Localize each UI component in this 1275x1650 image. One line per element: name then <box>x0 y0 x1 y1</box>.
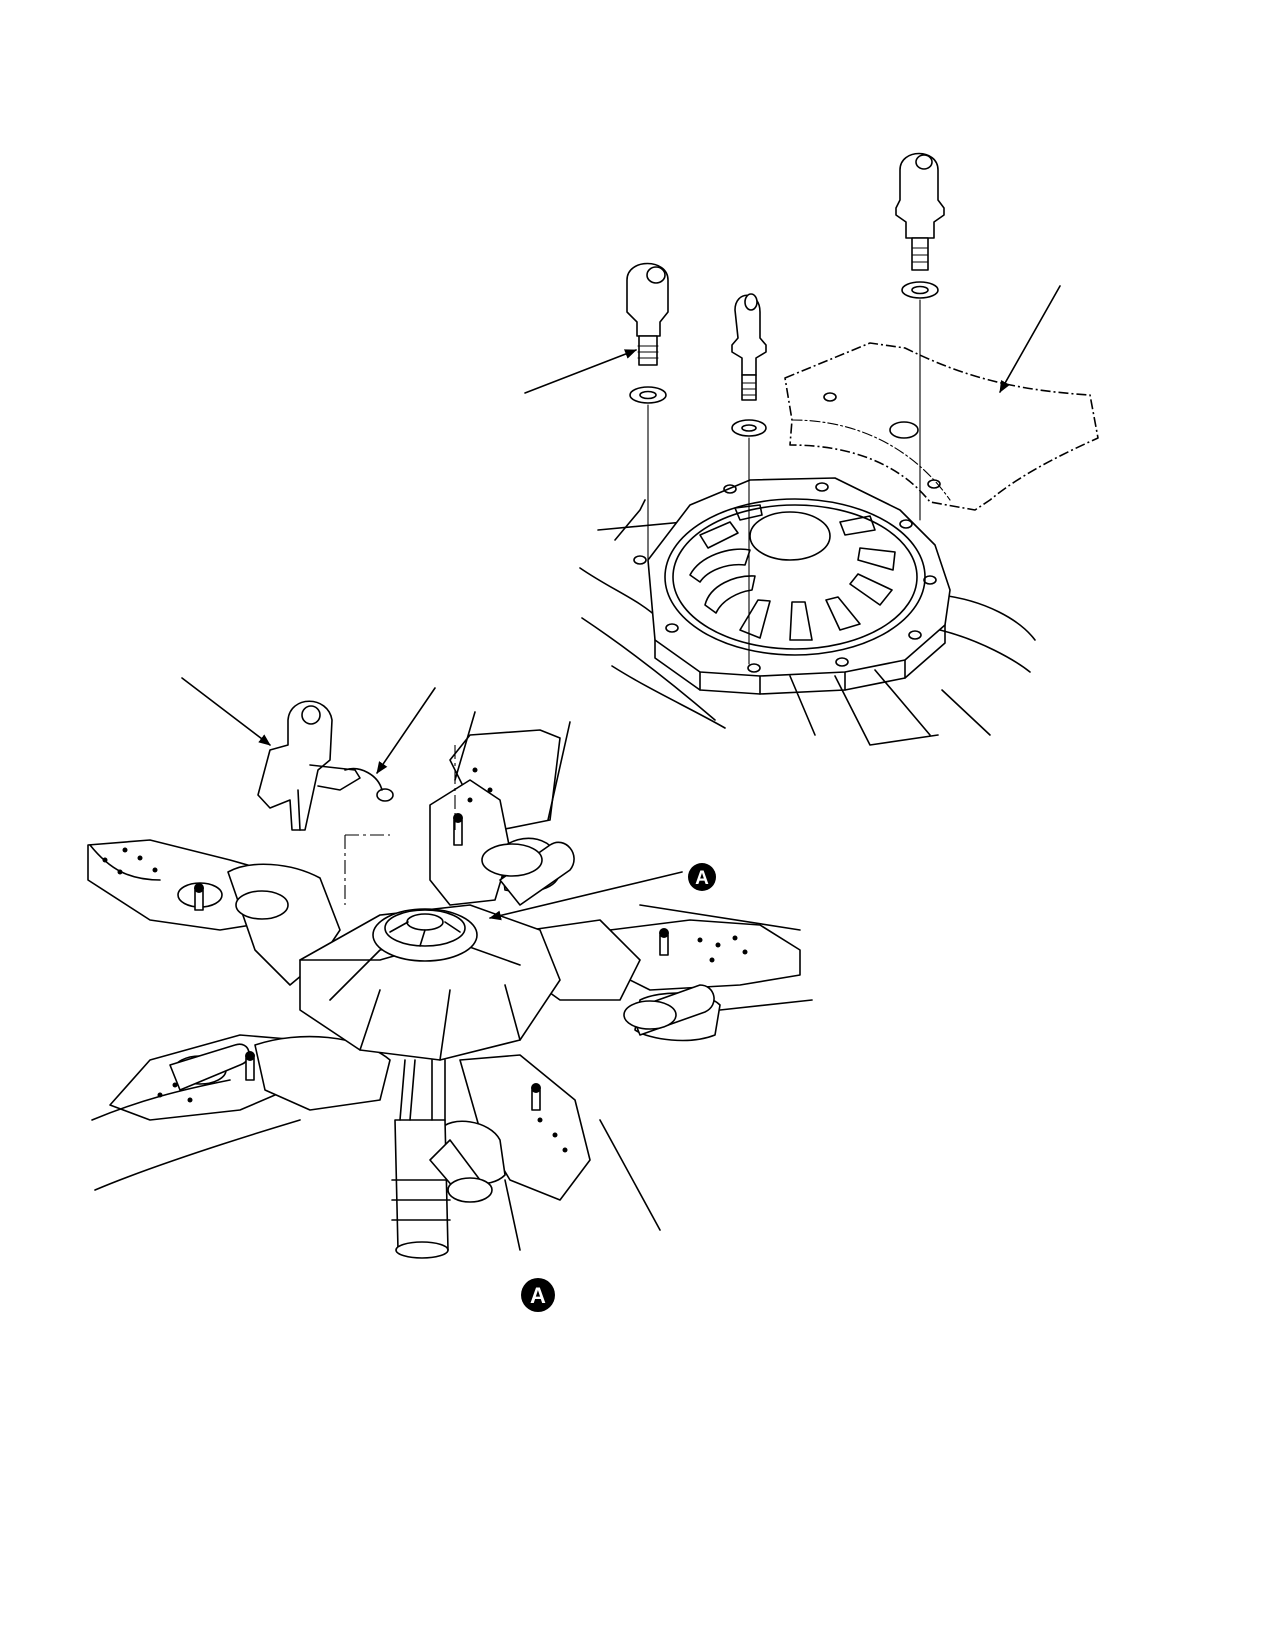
svg-text:A: A <box>695 868 709 889</box>
rotor-hub-assembly <box>87 677 813 1259</box>
lift-fitting-exploded <box>257 700 394 831</box>
hub-plate-detail <box>524 152 1099 746</box>
lift-eye-bolt-center <box>731 293 767 437</box>
svg-text:A: A <box>530 1283 546 1308</box>
blade-bolt-holes <box>102 767 748 1153</box>
lift-eye-bolt-left <box>626 262 669 404</box>
callout-a-main: A <box>688 863 716 891</box>
callout-a-detail: A <box>521 1278 555 1312</box>
lift-eye-bolt-right <box>895 152 945 299</box>
